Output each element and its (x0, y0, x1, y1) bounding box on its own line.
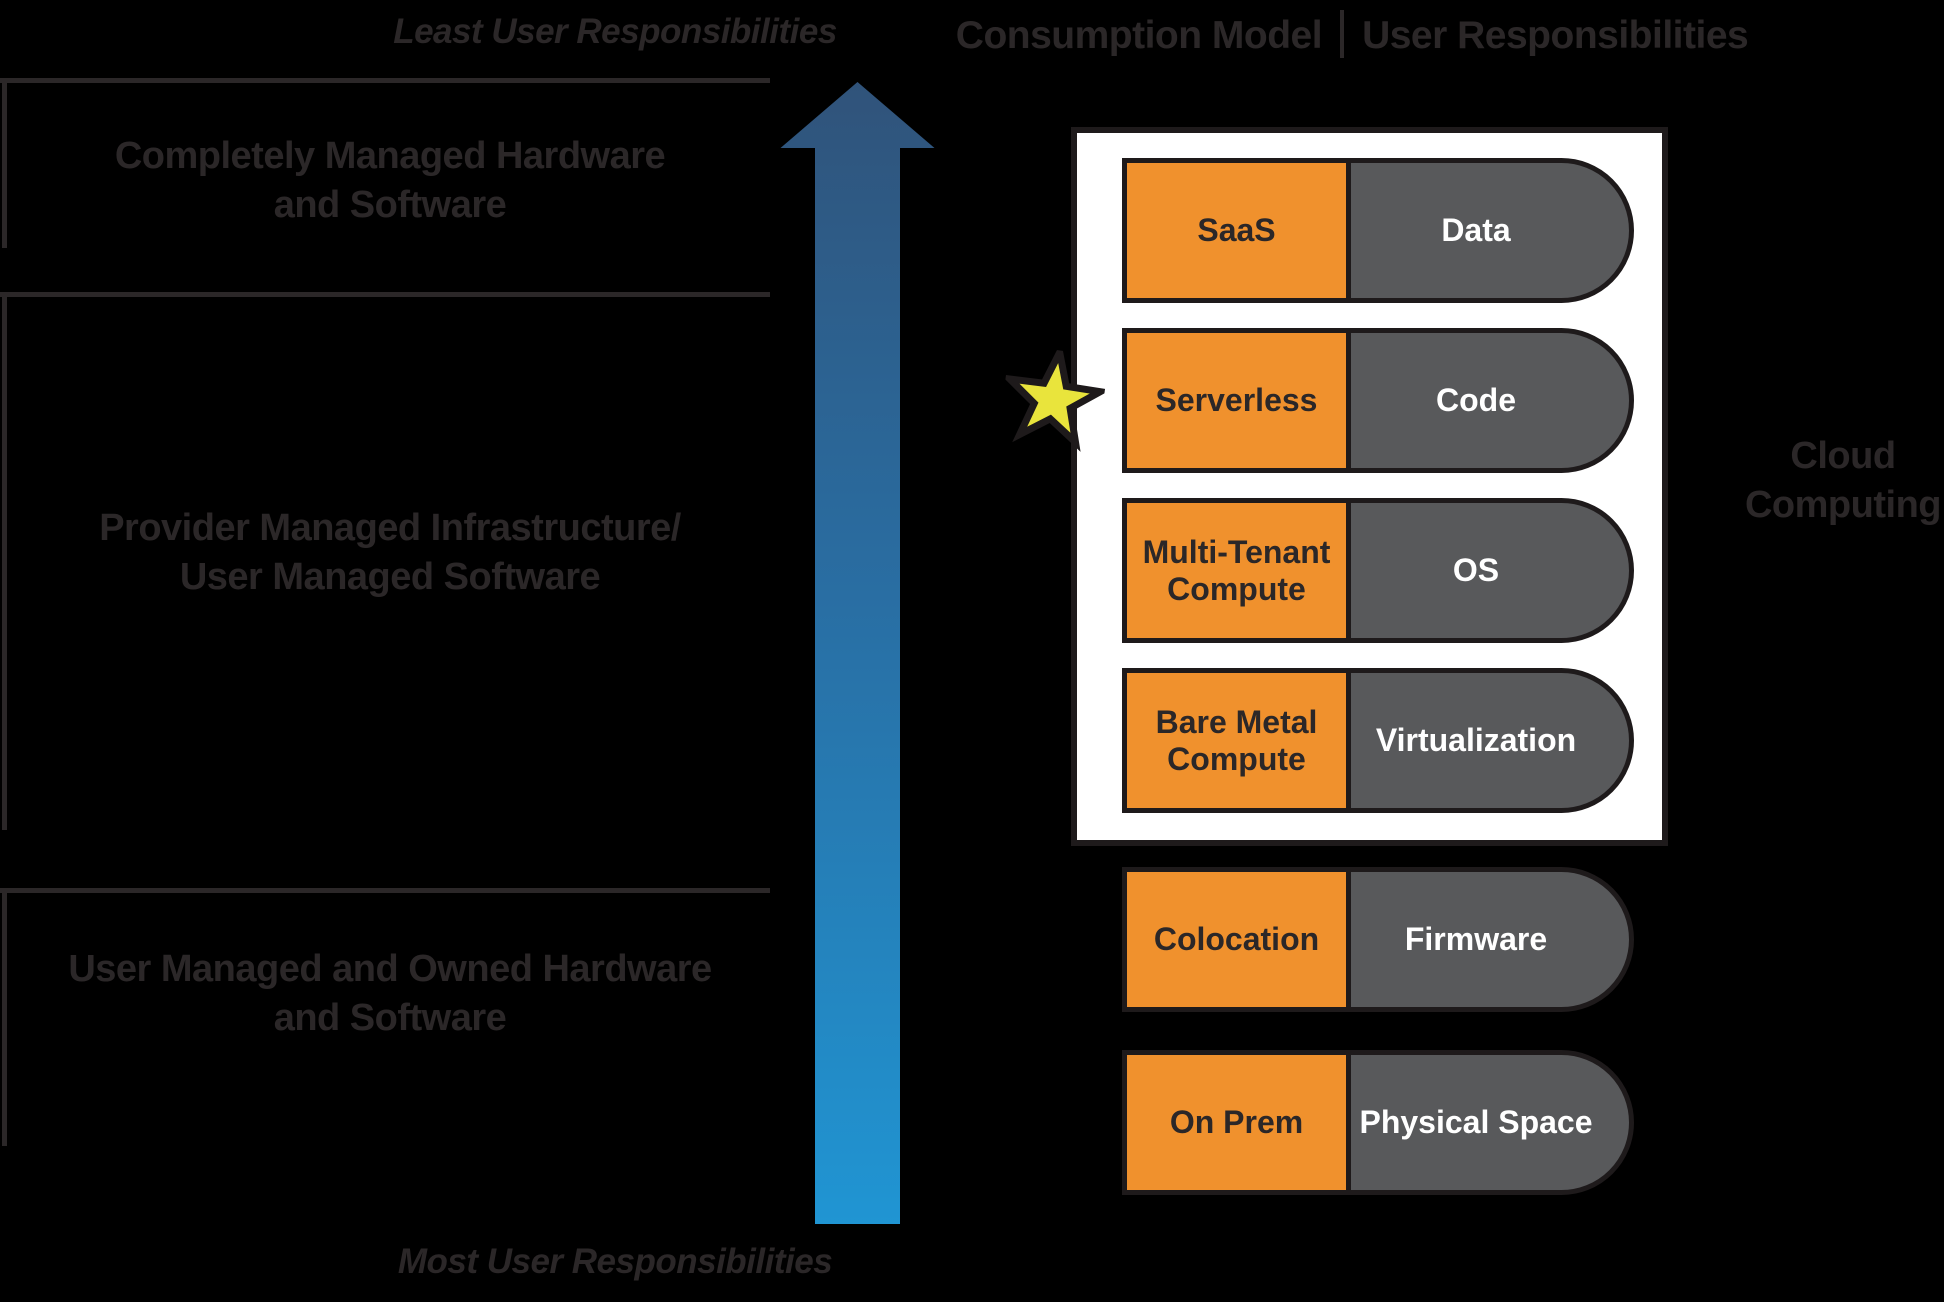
responsibility-gradient-arrow (780, 82, 935, 1224)
row-multi-tenant-compute: Multi-Tenant Compute OS (1122, 498, 1634, 643)
diagram-header: Consumption Model User Responsibilities (952, 10, 1752, 58)
bracket-side-1 (2, 78, 7, 248)
section-label-completely-managed: Completely Managed Hardware and Software (114, 135, 666, 227)
row-on-prem: On Prem Physical Space (1122, 1050, 1634, 1195)
model-cell-colocation: Colocation (1127, 872, 1351, 1007)
model-cell-on-prem: On Prem (1127, 1055, 1351, 1190)
header-divider-bar (1340, 10, 1345, 58)
resp-cell-os: OS (1452, 552, 1500, 589)
model-cell-saas: SaaS (1127, 163, 1351, 298)
resp-cell-virtualization: Virtualization (1375, 722, 1577, 759)
most-user-responsibilities-label: Most User Responsibilities (397, 1242, 833, 1281)
row-colocation: Colocation Firmware (1122, 867, 1634, 1012)
least-user-responsibilities-label: Least User Responsibilities (393, 12, 837, 51)
resp-cell-data: Data (1441, 212, 1511, 249)
bracket-line-top-2 (0, 292, 770, 297)
bracket-side-3 (2, 888, 7, 1146)
serverless-highlight-star-icon (1000, 343, 1110, 452)
resp-cell-firmware: Firmware (1404, 921, 1548, 958)
resp-cell-physical-space: Physical Space (1359, 1104, 1593, 1141)
row-saas: SaaS Data (1122, 158, 1634, 303)
model-cell-bare-metal: Bare Metal Compute (1127, 673, 1351, 808)
header-user-responsibilities: User Responsibilities (1362, 14, 1749, 57)
section-label-provider-managed: Provider Managed Infrastructure/ User Ma… (99, 507, 681, 599)
bracket-line-top-1 (0, 78, 770, 83)
row-bare-metal-compute: Bare Metal Compute Virtualization (1122, 668, 1634, 813)
row-serverless: Serverless Code (1122, 328, 1634, 473)
model-cell-multi-tenant: Multi-Tenant Compute (1127, 503, 1351, 638)
header-consumption-model: Consumption Model (955, 14, 1323, 57)
cloud-computing-label: Cloud Computing (1744, 435, 1942, 527)
bracket-line-top-3 (0, 888, 770, 893)
resp-cell-code: Code (1436, 382, 1516, 419)
section-label-user-managed: User Managed and Owned Hardware and Soft… (68, 948, 712, 1040)
bracket-side-2 (2, 292, 7, 830)
model-cell-serverless: Serverless (1127, 333, 1351, 468)
